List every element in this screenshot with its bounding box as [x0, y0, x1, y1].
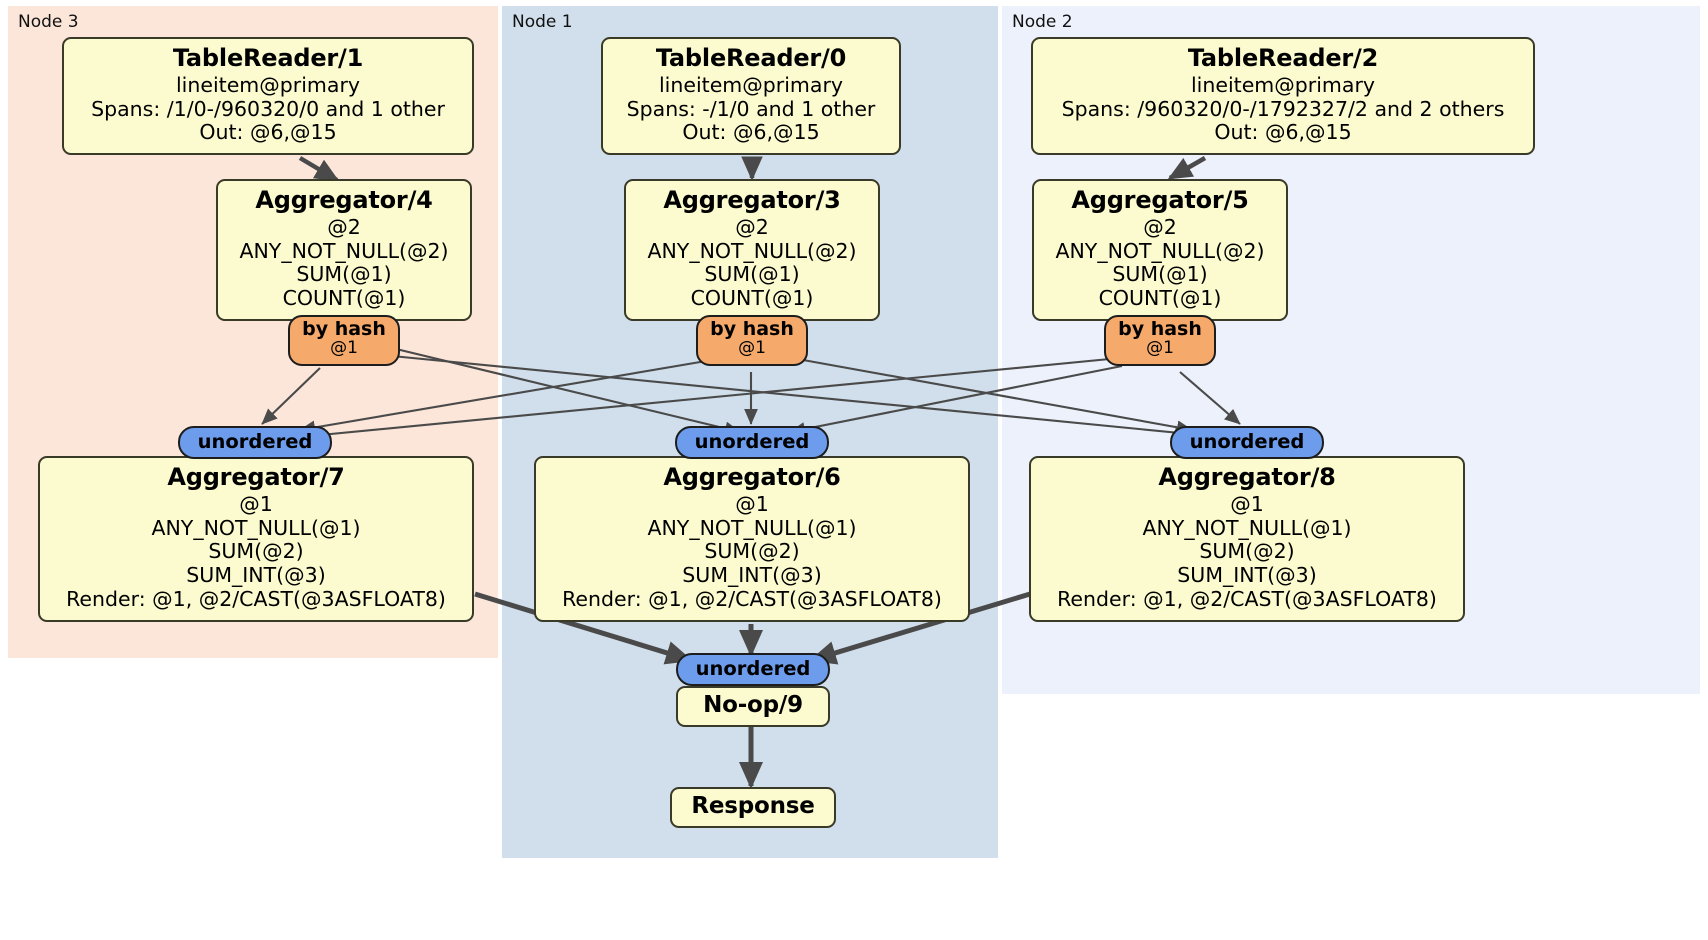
processor-line: SUM(@1) [1112, 262, 1208, 287]
processor-line: COUNT(@1) [1098, 286, 1222, 311]
output-badge-by-hash-left[interactable]: by hash @1 [288, 315, 400, 366]
processor-line: SUM_INT(@3) [1177, 563, 1317, 588]
output-badge-by-hash-right[interactable]: by hash @1 [1104, 315, 1216, 366]
processor-title: Aggregator/6 [663, 463, 841, 491]
processor-title: Aggregator/8 [1158, 463, 1336, 491]
processor-aggregator-6[interactable]: Aggregator/6 @1 ANY_NOT_NULL(@1) SUM(@2)… [534, 456, 970, 622]
processor-title: No-op/9 [703, 692, 803, 718]
badge-label: unordered [197, 430, 313, 454]
processor-line: ANY_NOT_NULL(@2) [647, 238, 857, 263]
processor-line: Render: @1, @2/CAST(@3ASFLOAT8) [1057, 586, 1437, 611]
processor-table-reader-1[interactable]: TableReader/1 lineitem@primary Spans: /1… [62, 37, 474, 156]
input-badge-unordered-final[interactable]: unordered [676, 653, 830, 686]
processor-response[interactable]: Response [670, 787, 836, 828]
processor-line: Spans: -/1/0 and 1 other [626, 96, 876, 121]
cluster-label-node-1: Node 1 [512, 12, 573, 32]
badge-label: by hash [302, 318, 386, 340]
processor-line: ANY_NOT_NULL(@1) [647, 515, 857, 540]
badge-label: unordered [694, 430, 810, 454]
badge-sublabel: @1 [330, 337, 358, 358]
input-badge-unordered-right[interactable]: unordered [1170, 426, 1324, 459]
badge-label: by hash [710, 318, 794, 340]
processor-title: Aggregator/4 [255, 186, 433, 214]
processor-title: Aggregator/3 [663, 186, 841, 214]
badge-label: unordered [1189, 430, 1305, 454]
processor-line: COUNT(@1) [690, 286, 814, 311]
badge-label: by hash [1118, 318, 1202, 340]
processor-line: SUM_INT(@3) [186, 563, 326, 588]
processor-aggregator-7[interactable]: Aggregator/7 @1 ANY_NOT_NULL(@1) SUM(@2)… [38, 456, 474, 622]
processor-line: SUM(@2) [704, 539, 800, 564]
processor-line: COUNT(@1) [282, 286, 406, 311]
processor-line: SUM_INT(@3) [682, 563, 822, 588]
processor-line: lineitem@primary [658, 72, 844, 97]
badge-sublabel: @1 [738, 337, 766, 358]
processor-aggregator-8[interactable]: Aggregator/8 @1 ANY_NOT_NULL(@1) SUM(@2)… [1029, 456, 1465, 622]
processor-title: TableReader/1 [172, 44, 364, 72]
processor-line: SUM(@1) [704, 262, 800, 287]
processor-table-reader-2[interactable]: TableReader/2 lineitem@primary Spans: /9… [1031, 37, 1535, 156]
processor-line: lineitem@primary [1190, 72, 1376, 97]
processor-line: Out: @6,@15 [199, 120, 337, 145]
processor-line: @2 [735, 214, 769, 239]
processor-line: Out: @6,@15 [1214, 120, 1352, 145]
processor-aggregator-3[interactable]: Aggregator/3 @2 ANY_NOT_NULL(@2) SUM(@1)… [624, 179, 880, 321]
processor-line: lineitem@primary [175, 72, 361, 97]
processor-line: Render: @1, @2/CAST(@3ASFLOAT8) [66, 586, 446, 611]
processor-title: Aggregator/7 [167, 463, 345, 491]
processor-line: @1 [239, 491, 273, 516]
processor-line: ANY_NOT_NULL(@1) [1142, 515, 1352, 540]
cluster-label-node-2: Node 2 [1012, 12, 1073, 32]
processor-aggregator-5[interactable]: Aggregator/5 @2 ANY_NOT_NULL(@2) SUM(@1)… [1032, 179, 1288, 321]
badge-label: unordered [695, 657, 811, 681]
processor-line: SUM(@1) [296, 262, 392, 287]
processor-title: TableReader/2 [1187, 44, 1379, 72]
processor-line: ANY_NOT_NULL(@1) [151, 515, 361, 540]
processor-line: Out: @6,@15 [682, 120, 820, 145]
output-badge-by-hash-mid[interactable]: by hash @1 [696, 315, 808, 366]
input-badge-unordered-mid[interactable]: unordered [675, 426, 829, 459]
processor-line: Render: @1, @2/CAST(@3ASFLOAT8) [562, 586, 942, 611]
processor-table-reader-0[interactable]: TableReader/0 lineitem@primary Spans: -/… [601, 37, 901, 156]
processor-line: ANY_NOT_NULL(@2) [1055, 238, 1265, 263]
cluster-label-node-3: Node 3 [18, 12, 79, 32]
processor-line: SUM(@2) [1199, 539, 1295, 564]
processor-title: TableReader/0 [655, 44, 847, 72]
processor-line: @2 [327, 214, 361, 239]
processor-line: @1 [735, 491, 769, 516]
badge-sublabel: @1 [1146, 337, 1174, 358]
processor-title: Aggregator/5 [1071, 186, 1249, 214]
processor-no-op-9[interactable]: No-op/9 [676, 686, 830, 727]
processor-aggregator-4[interactable]: Aggregator/4 @2 ANY_NOT_NULL(@2) SUM(@1)… [216, 179, 472, 321]
processor-line: Spans: /960320/0-/1792327/2 and 2 others [1061, 96, 1505, 121]
processor-line: @2 [1143, 214, 1177, 239]
processor-line: SUM(@2) [208, 539, 304, 564]
processor-line: @1 [1230, 491, 1264, 516]
processor-line: Spans: /1/0-/960320/0 and 1 other [91, 96, 445, 121]
processor-title: Response [691, 793, 815, 819]
input-badge-unordered-left[interactable]: unordered [178, 426, 332, 459]
processor-line: ANY_NOT_NULL(@2) [239, 238, 449, 263]
